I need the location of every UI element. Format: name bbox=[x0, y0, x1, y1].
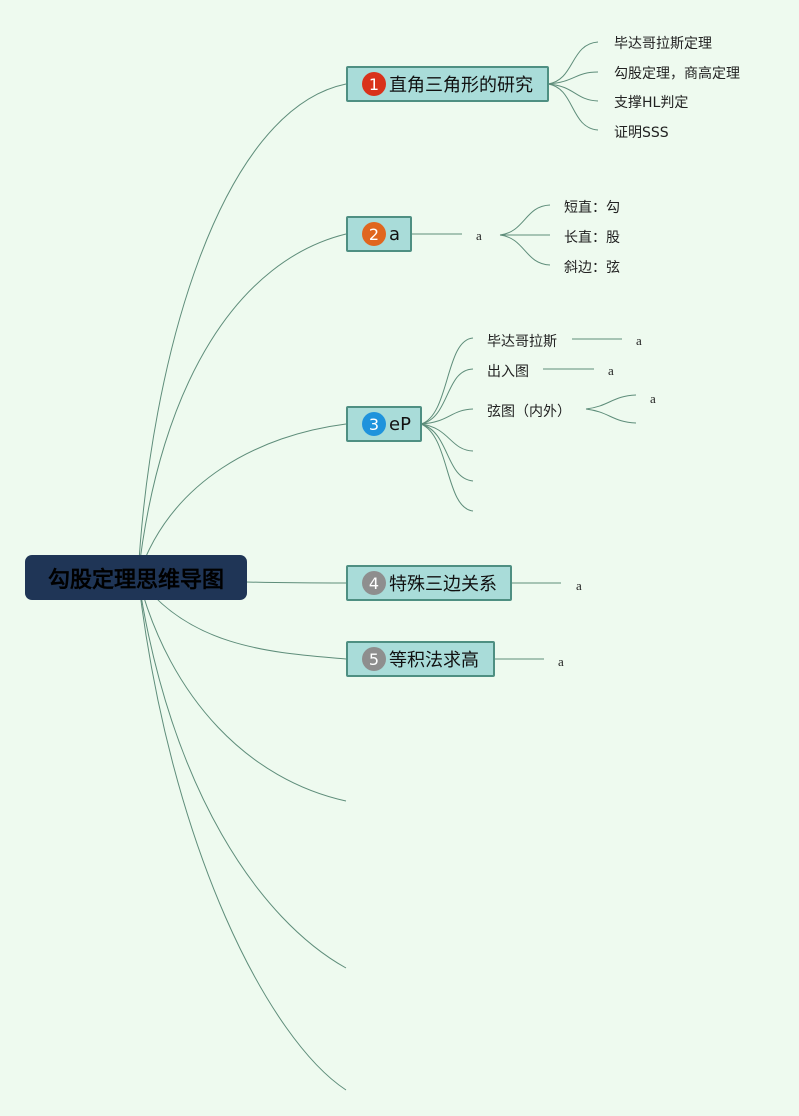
subtopic[interactable]: 毕达哥拉斯定理 bbox=[614, 36, 712, 52]
leaf-node[interactable]: a bbox=[608, 363, 614, 378]
link-t2-c3 bbox=[499, 234, 551, 266]
subtopic[interactable]: 毕达哥拉斯 bbox=[487, 334, 557, 350]
number-badge: 2 bbox=[362, 222, 386, 246]
link-t3-c2 bbox=[420, 368, 474, 425]
link-root-empty2 bbox=[137, 576, 347, 969]
subtopic[interactable]: 弦图（内外） bbox=[487, 404, 571, 420]
subtopic[interactable]: 短直：勾 bbox=[564, 200, 620, 216]
link-root-empty3 bbox=[137, 576, 347, 1091]
topic-1[interactable]: 1 直角三角形的研究 bbox=[346, 66, 549, 102]
topic-label: eP bbox=[389, 413, 411, 435]
leaf-node[interactable]: a bbox=[558, 654, 564, 669]
number-badge: 5 bbox=[362, 647, 386, 671]
subtopic[interactable]: 支撑HL判定 bbox=[614, 95, 689, 111]
leaf-node[interactable]: a bbox=[650, 391, 656, 406]
number-badge: 3 bbox=[362, 412, 386, 436]
topic-3[interactable]: 3 eP bbox=[346, 406, 422, 442]
link-t3-c4 bbox=[420, 423, 474, 452]
number-badge: 4 bbox=[362, 571, 386, 595]
topic-4[interactable]: 4 特殊三边关系 bbox=[346, 565, 512, 601]
link-t3-c1 bbox=[420, 337, 474, 425]
topic-label: 直角三角形的研究 bbox=[389, 75, 533, 96]
root-title: 勾股定理思维导图 bbox=[47, 567, 224, 593]
leaf-node[interactable]: a bbox=[636, 333, 642, 348]
link-t3-c6 bbox=[420, 423, 474, 512]
link-t3-c3 bbox=[420, 408, 474, 425]
link-t1-c1 bbox=[547, 41, 599, 85]
subtopic[interactable]: 出入图 bbox=[487, 364, 529, 380]
link-t1-c2 bbox=[547, 71, 599, 85]
subtopic[interactable]: 长直：股 bbox=[564, 230, 620, 246]
topic-label: 特殊三边关系 bbox=[389, 574, 497, 595]
number-badge: 1 bbox=[362, 72, 386, 96]
subtopic[interactable]: 勾股定理，商高定理 bbox=[614, 66, 740, 82]
link-root-empty1 bbox=[137, 576, 347, 802]
link-t1-c4 bbox=[547, 83, 599, 131]
subtopic[interactable]: 证明SSS bbox=[614, 125, 669, 141]
link-root-topic4 bbox=[245, 581, 347, 584]
link-t3-c5 bbox=[420, 423, 474, 482]
subtopic[interactable]: a bbox=[476, 228, 482, 243]
link-t2-c1 bbox=[499, 204, 551, 236]
subtopic[interactable]: 斜边：弦 bbox=[564, 260, 620, 276]
topic-2[interactable]: 2 a bbox=[346, 216, 412, 252]
link-root-topic3 bbox=[137, 423, 347, 578]
topic-label: 等积法求高 bbox=[389, 650, 479, 671]
link-t3-c3-leaf2 bbox=[585, 408, 637, 424]
root-topic[interactable]: 勾股定理思维导图 bbox=[25, 555, 247, 600]
link-root-topic5 bbox=[137, 576, 347, 660]
leaf-node[interactable]: a bbox=[576, 578, 582, 593]
link-root-topic2 bbox=[137, 233, 347, 578]
link-t1-c3 bbox=[547, 83, 599, 102]
link-t3-c3-leaf1 bbox=[585, 394, 637, 410]
topic-label: a bbox=[389, 223, 401, 245]
topic-5[interactable]: 5 等积法求高 bbox=[346, 641, 495, 677]
link-root-topic1 bbox=[137, 83, 347, 578]
